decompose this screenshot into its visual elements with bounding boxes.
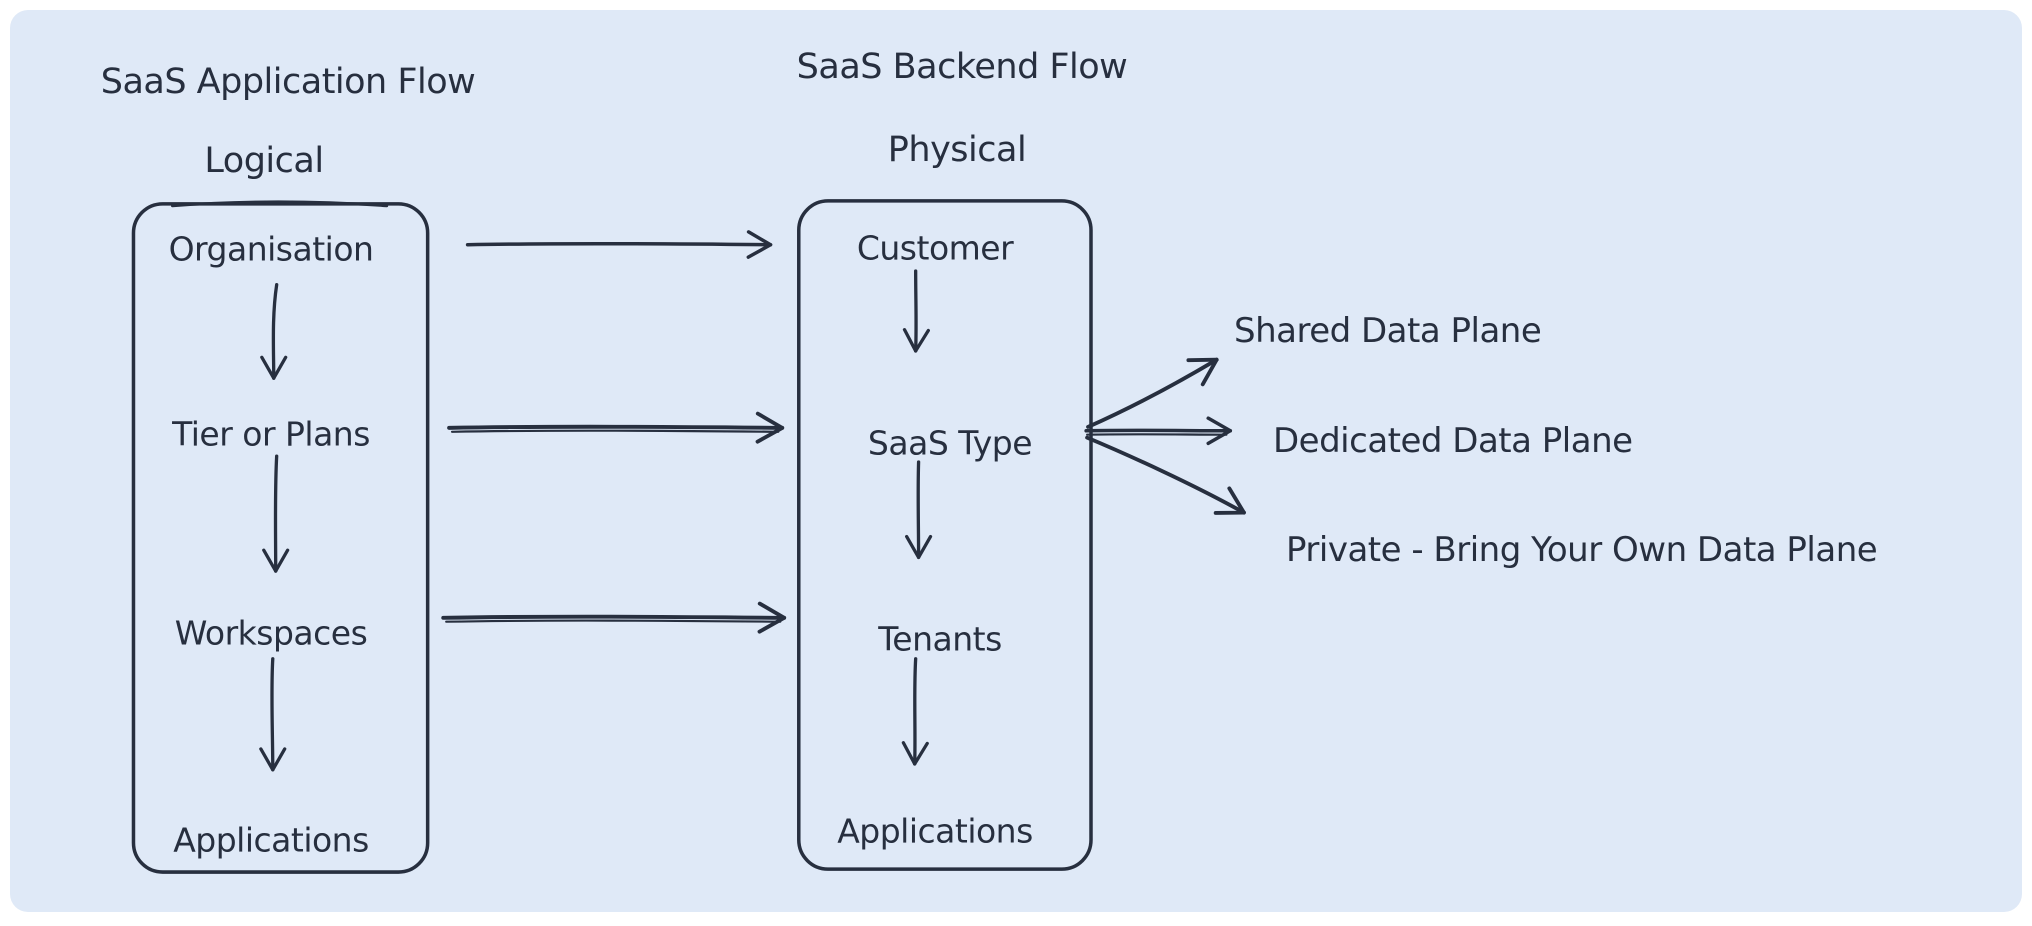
- node-organisation: Organisation: [168, 229, 374, 269]
- label-shared-data-plane: Shared Data Plane: [1234, 311, 1542, 351]
- arrow-tier-to-saastype: [447, 411, 785, 444]
- label-dedicated-data-plane: Dedicated Data Plane: [1273, 421, 1633, 461]
- diagram-artwork: [131, 199, 1246, 874]
- backend-flow-subtitle: Physical: [887, 130, 1027, 170]
- arrow-saastype-to-private: [1085, 435, 1246, 515]
- arrow-workspaces-to-tenants: [441, 601, 787, 634]
- arrow-tier-to-workspaces: [262, 454, 290, 573]
- arrow-tier-to-saastype-sketch-stroke: [450, 429, 780, 433]
- physical-flow-box: [797, 199, 1093, 871]
- label-private-data-plane: Private - Bring Your Own Data Plane: [1286, 530, 1878, 570]
- logical-flow-box: [131, 202, 430, 874]
- backend-flow-title: SaaS Backend Flow: [796, 47, 1128, 87]
- node-customer: Customer: [856, 228, 1014, 268]
- node-saas-type: SaaS Type: [867, 423, 1033, 463]
- arrow-organisation-to-tier: [260, 283, 288, 380]
- node-applications-logical: Applications: [173, 820, 369, 860]
- node-tenants: Tenants: [878, 619, 1002, 659]
- arrow-tenants-to-applications: [901, 657, 929, 766]
- logical-flow-subtitle: Logical: [204, 141, 324, 181]
- arrow-organisation-to-customer: [465, 230, 773, 259]
- arrow-workspaces-to-applications: [259, 657, 287, 772]
- node-workspaces: Workspaces: [174, 613, 368, 653]
- node-applications-physical: Applications: [837, 811, 1033, 851]
- logical-flow-title: SaaS Application Flow: [100, 62, 476, 102]
- diagram-canvas: SaaS Application Flow Logical SaaS Backe…: [10, 10, 2022, 912]
- logical-flow-box-sketch-stroke: [170, 200, 389, 208]
- arrow-saastype-to-shared: [1086, 357, 1219, 429]
- arrow-workspaces-to-tenants-sketch-stroke: [445, 619, 782, 623]
- node-tier-or-plans: Tier or Plans: [172, 414, 370, 454]
